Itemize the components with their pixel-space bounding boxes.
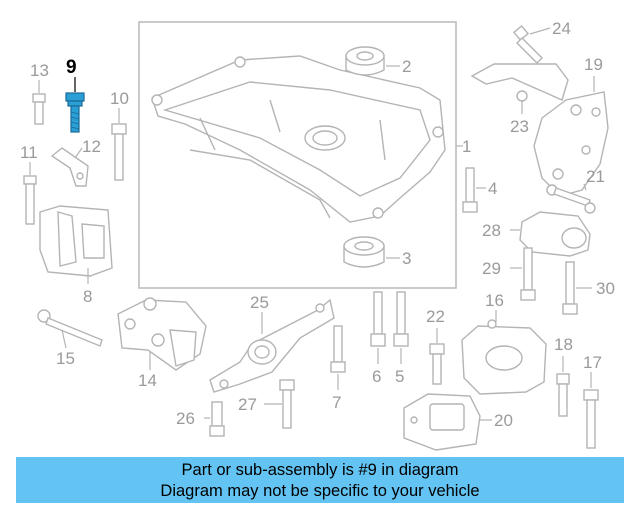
bolt-6-illustration xyxy=(370,291,386,364)
callout-12[interactable]: 12 xyxy=(82,137,101,156)
bolt-4-illustration xyxy=(462,167,486,213)
subframe-group-frame xyxy=(138,21,457,289)
callout-14[interactable]: 14 xyxy=(138,371,157,390)
callout-24[interactable]: 24 xyxy=(552,19,571,38)
bushing-2-illustration xyxy=(345,46,385,76)
callout-11[interactable]: 11 xyxy=(20,143,38,162)
bracket-19-illustration xyxy=(533,76,609,197)
torque-rod-25-illustration xyxy=(209,298,335,393)
bracket-23-illustration xyxy=(470,63,569,114)
banner-line-2: Diagram may not be specific to your vehi… xyxy=(160,482,480,500)
callout-4[interactable]: 4 xyxy=(488,179,497,198)
callout-25[interactable]: 25 xyxy=(250,293,269,312)
mount-16-illustration xyxy=(461,310,547,395)
bracket-14-illustration xyxy=(117,297,207,371)
callout-10[interactable]: 10 xyxy=(110,89,129,108)
mount-20-illustration xyxy=(403,393,492,451)
callout-8[interactable]: 8 xyxy=(83,287,92,306)
bolt-9-illustration xyxy=(65,77,85,133)
bolt-26-illustration xyxy=(204,401,225,437)
bolt-24-illustration xyxy=(512,24,551,64)
subframe-illustration xyxy=(151,55,446,223)
bolt-18-illustration xyxy=(556,356,570,417)
callout-6[interactable]: 6 xyxy=(372,367,381,386)
bolt-10-illustration xyxy=(111,108,127,181)
callout-3[interactable]: 3 xyxy=(402,249,411,268)
bracket-12-illustration xyxy=(50,147,89,187)
callout-22[interactable]: 22 xyxy=(426,307,445,326)
callout-5[interactable]: 5 xyxy=(395,367,404,386)
banner-line-1: Part or sub-assembly is #9 in diagram xyxy=(181,461,459,479)
callout-7[interactable]: 7 xyxy=(332,393,341,412)
bolt-30-illustration xyxy=(562,261,592,315)
callout-23[interactable]: 23 xyxy=(510,117,529,136)
bolt-22-illustration xyxy=(429,328,445,385)
callout-19[interactable]: 19 xyxy=(584,55,603,74)
callout-29[interactable]: 29 xyxy=(482,259,501,278)
part-info-banner: Part or sub-assembly is #9 in diagram Di… xyxy=(16,457,624,503)
callout-21[interactable]: 21 xyxy=(586,167,605,186)
callout-17[interactable]: 17 xyxy=(583,353,602,372)
bolt-17-illustration xyxy=(583,372,599,449)
callout-28[interactable]: 28 xyxy=(482,221,501,240)
bolt-11-illustration xyxy=(23,162,37,225)
parts-diagram: 9 13 10 12 11 8 15 14 25 26 27 7 6 5 1 2… xyxy=(20,19,615,451)
callout-13[interactable]: 13 xyxy=(30,61,49,80)
callout-16[interactable]: 16 xyxy=(485,291,504,310)
callout-15[interactable]: 15 xyxy=(56,349,75,368)
bolt-29-illustration xyxy=(510,247,536,301)
callout-26[interactable]: 26 xyxy=(176,409,195,428)
callout-1[interactable]: 1 xyxy=(462,137,471,156)
bolt-21-illustration xyxy=(546,183,596,214)
bolt-5-illustration xyxy=(393,291,409,364)
mount-8-illustration xyxy=(39,205,113,284)
callout-18[interactable]: 18 xyxy=(554,335,573,354)
callout-30[interactable]: 30 xyxy=(596,279,615,298)
bolt-13-illustration xyxy=(32,80,46,125)
bushing-3-illustration xyxy=(343,236,385,268)
bolt-27-illustration xyxy=(264,379,295,429)
callout-2[interactable]: 2 xyxy=(402,57,411,76)
bolt-7-illustration xyxy=(330,325,346,390)
callout-20[interactable]: 20 xyxy=(494,411,513,430)
mount-28-illustration xyxy=(510,211,591,257)
bolt-15-illustration xyxy=(37,309,103,349)
callout-27[interactable]: 27 xyxy=(238,395,257,414)
callout-9[interactable]: 9 xyxy=(66,57,77,78)
